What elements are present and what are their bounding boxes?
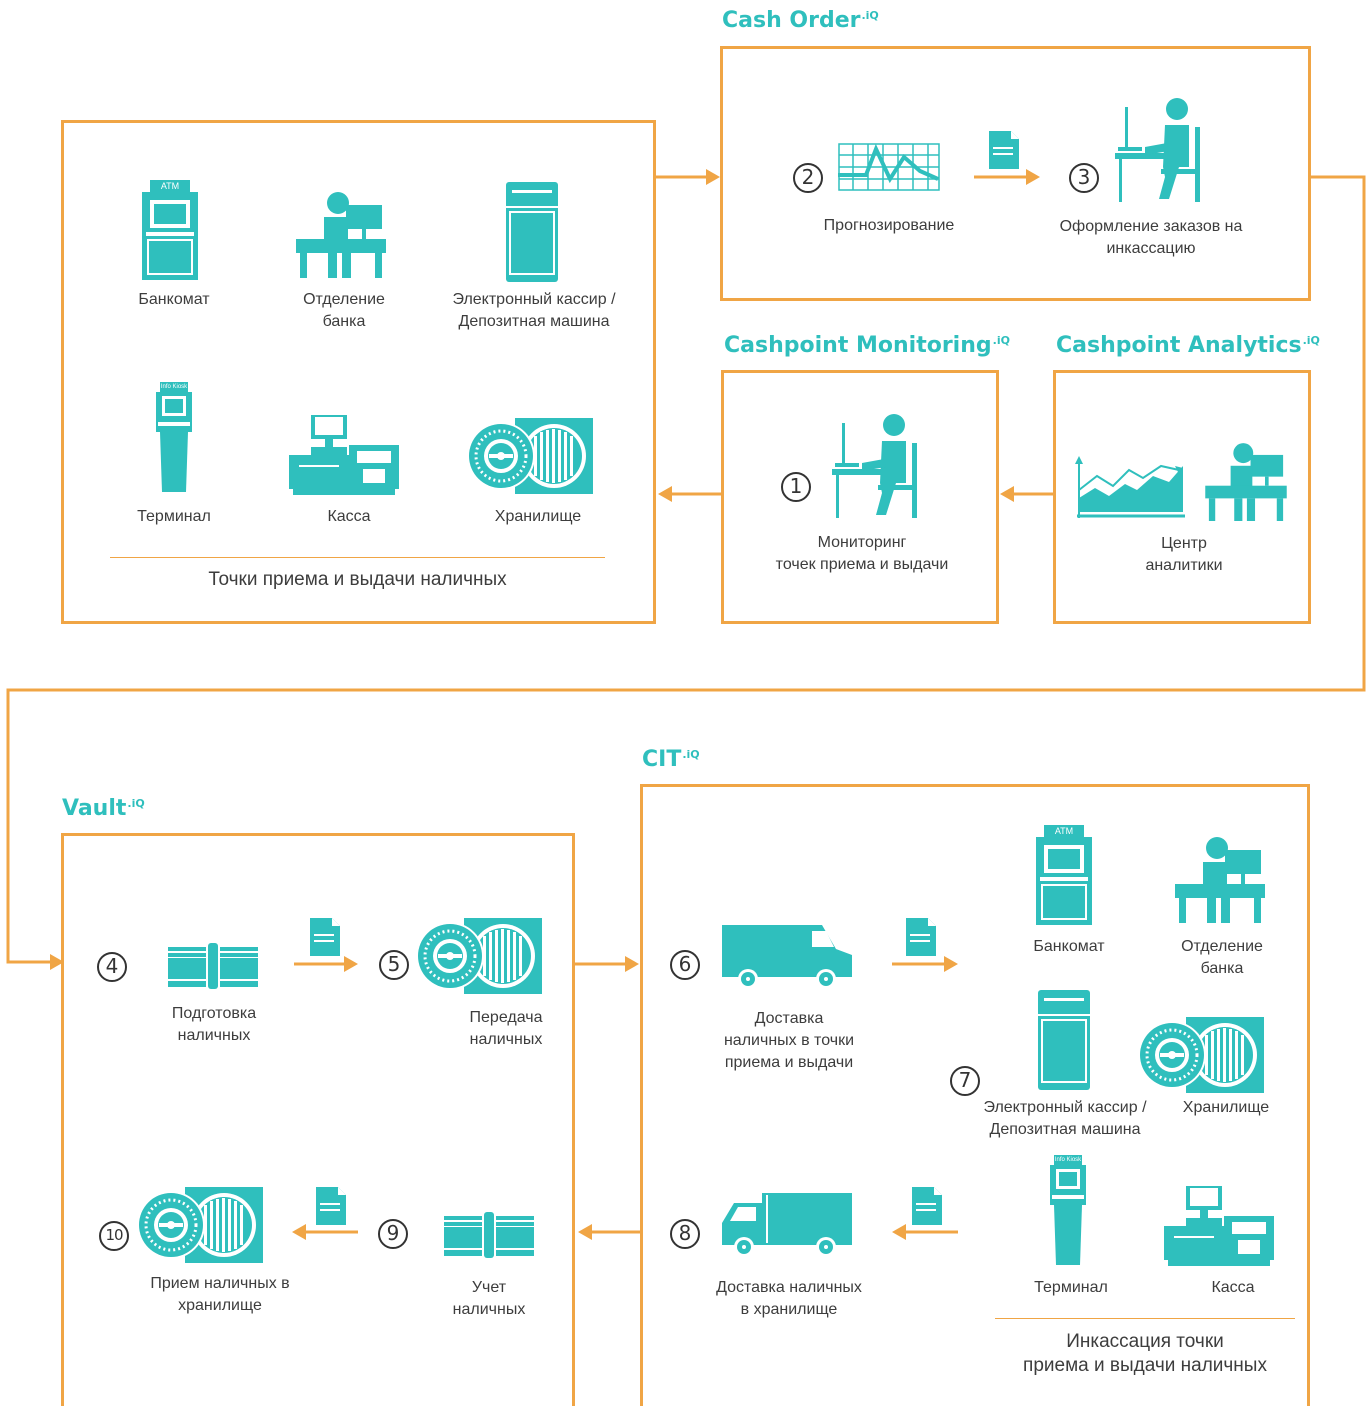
document-icon <box>906 918 936 961</box>
analytics-title: Cashpoint Analytics.iQ <box>1056 333 1320 358</box>
deposit-machine-icon <box>502 182 562 282</box>
forecast-chart-icon <box>838 143 940 191</box>
vault-label: Хранилище <box>494 508 582 525</box>
cash-order-title: Cash Order.iQ <box>722 8 879 33</box>
analytics-name: Cashpoint Analytics <box>1056 333 1302 358</box>
step-3-badge: 3 <box>1069 163 1099 193</box>
atm-label: Банкомат <box>138 291 210 308</box>
cit-name: CIT <box>642 747 682 772</box>
cit-divider <box>995 1318 1295 1319</box>
step-8-label: Доставка наличных в хранилище <box>716 1279 862 1318</box>
van-icon <box>722 925 852 990</box>
cash-order-suffix: .iQ <box>861 8 879 22</box>
step-6-label: Доставка наличных в точки приема и выдач… <box>723 1010 855 1071</box>
analytics-panel <box>1053 370 1311 624</box>
step-8-badge: 8 <box>670 1219 700 1249</box>
cashier-label: Электронный кассир / Депозитная машина <box>452 291 616 330</box>
cash-order-name: Cash Order <box>722 8 861 33</box>
banknotes-icon <box>444 1210 534 1260</box>
cash-register-icon <box>1164 1186 1274 1266</box>
kiosk-text: Info Kiosk <box>160 384 188 390</box>
step-6-badge: 6 <box>670 950 700 980</box>
branch-label: Отделение банка <box>303 291 385 330</box>
cit-branch-label: Отделение банка <box>1181 938 1263 977</box>
step-9-label: Учет наличных <box>452 1279 526 1318</box>
atm-icon: ATM <box>140 180 200 280</box>
document-icon <box>989 131 1019 174</box>
cit-vault-label: Хранилище <box>1182 1099 1270 1116</box>
cashpoints-panel <box>61 120 656 624</box>
monitoring-suffix: .iQ <box>992 333 1010 347</box>
step-5-label: Передача наличных <box>469 1009 543 1048</box>
monitoring-panel <box>721 370 999 624</box>
analytics-suffix: .iQ <box>1302 333 1320 347</box>
step-7-badge: 7 <box>950 1066 980 1096</box>
analytics-chart-icon <box>1073 456 1187 520</box>
terminal-icon: Info Kiosk <box>154 382 194 492</box>
step-5-badge: 5 <box>379 950 409 980</box>
cashpoints-divider <box>110 557 605 558</box>
step-4-label: Подготовка наличных <box>171 1005 257 1044</box>
cit-footer: Инкассация точки приема и выдачи наличны… <box>1023 1331 1267 1376</box>
kiosk-text: Info Kiosk <box>1054 1157 1082 1163</box>
cit-terminal-label: Терминал <box>1034 1279 1108 1296</box>
monitoring-title: Cashpoint Monitoring.iQ <box>724 333 1010 358</box>
atm-icon: ATM <box>1034 825 1094 925</box>
step-4-badge: 4 <box>97 952 127 982</box>
step-1-label: Мониторинг точек приема и выдачи <box>775 534 949 573</box>
vault-door-icon <box>416 916 546 996</box>
vault-door-icon <box>1138 1015 1268 1095</box>
bank-branch-icon <box>1201 435 1291 521</box>
cit-cashier-label: Электронный кассир / Депозитная машина <box>983 1099 1147 1138</box>
bank-branch-icon <box>1175 828 1265 923</box>
document-icon <box>310 918 340 961</box>
cash-order-panel <box>720 46 1311 301</box>
step-3-label: Оформление заказов на инкассацию <box>1059 218 1243 257</box>
vault-title: Vault.iQ <box>62 796 145 821</box>
cashpoints-footer: Точки приема и выдачи наличных <box>208 569 507 590</box>
vault-panel <box>61 833 575 1406</box>
cit-suffix: .iQ <box>682 747 700 761</box>
cash-register-icon <box>289 415 399 495</box>
step-1-badge: 1 <box>781 472 811 502</box>
banknotes-icon <box>168 941 258 991</box>
vault-name: Vault <box>62 796 127 821</box>
cit-title: CIT.iQ <box>642 747 700 772</box>
deposit-machine-icon <box>1034 990 1094 1090</box>
document-icon <box>912 1187 942 1230</box>
cit-panel <box>640 784 1310 1406</box>
vault-suffix: .iQ <box>127 796 145 810</box>
atm-screen-text: ATM <box>160 181 180 191</box>
till-label: Касса <box>327 508 371 525</box>
step-10-label: Прием наличных в хранилище <box>150 1275 290 1314</box>
cit-till-label: Касса <box>1211 1279 1255 1296</box>
step-9-badge: 9 <box>378 1219 408 1249</box>
atm-screen-text: ATM <box>1054 826 1074 836</box>
step-10-badge: 10 <box>99 1221 129 1251</box>
cit-atm-label: Банкомат <box>1033 938 1105 955</box>
bank-branch-icon <box>296 183 386 278</box>
vault-door-icon <box>467 416 597 496</box>
analytics-label: Центр аналитики <box>1145 535 1223 574</box>
step-2-label: Прогнозирование <box>823 217 955 234</box>
document-icon <box>316 1187 346 1230</box>
vault-door-icon <box>137 1185 267 1265</box>
terminal-icon: Info Kiosk <box>1048 1155 1088 1265</box>
terminal-label: Терминал <box>137 508 211 525</box>
step-2-badge: 2 <box>793 163 823 193</box>
monitoring-name: Cashpoint Monitoring <box>724 333 992 358</box>
operator-icon <box>1115 97 1205 202</box>
truck-icon <box>722 1193 852 1258</box>
operator-icon <box>832 413 922 518</box>
